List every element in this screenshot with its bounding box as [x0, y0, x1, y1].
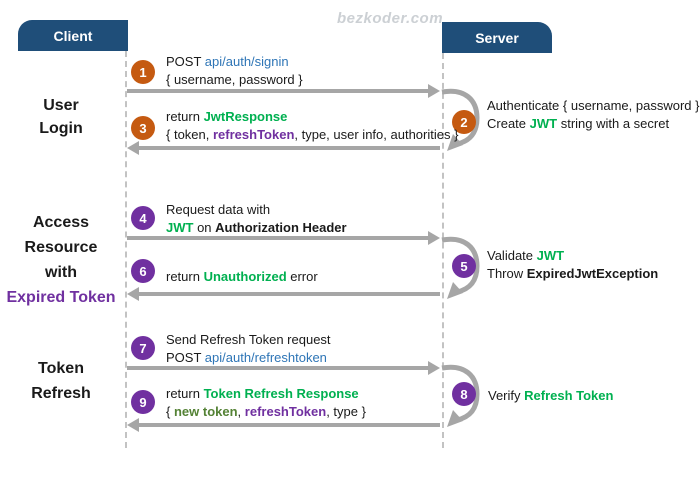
step-2-badge: 2 — [452, 110, 476, 134]
arrow-1-head-icon — [428, 84, 440, 98]
arrow-6-head-icon — [127, 287, 139, 301]
step-6-badge: 6 — [131, 259, 155, 283]
actor-client-label: Client — [53, 27, 93, 44]
refreshtoken-endpoint: api/auth/refreshtoken — [204, 350, 327, 365]
note-2-text: Authenticate { username, password } Crea… — [487, 98, 700, 131]
step-7-badge: 7 — [131, 336, 155, 360]
message-1-text: POST api/auth/signin { username, passwor… — [166, 54, 303, 87]
section-label-access-resource: Access Resource with Expired Token — [6, 210, 116, 310]
note-8-text: Verify Refresh Token — [488, 388, 614, 403]
note-5-text: Validate JWT Throw ExpiredJwtException — [487, 248, 659, 281]
signin-endpoint: api/auth/signin — [204, 54, 289, 69]
message-6-text: return Unauthorized error — [166, 269, 318, 284]
arrow-6-line — [138, 292, 440, 296]
actor-client-box: Client — [18, 20, 128, 51]
arrow-1-line — [127, 89, 429, 93]
step-4-badge: 4 — [131, 206, 155, 230]
actor-server-box: Server — [442, 22, 552, 53]
step-9-badge: 9 — [131, 390, 155, 414]
message-7-text: Send Refresh Token request POST api/auth… — [166, 332, 331, 365]
self-loop-2-arrow — [441, 88, 480, 151]
arrow-3-line — [138, 146, 440, 150]
section-label-token-refresh: Token Refresh — [31, 360, 91, 402]
actor-server-label: Server — [475, 29, 519, 46]
section-label-user-login: User Login — [39, 97, 83, 137]
arrow-9-line — [138, 423, 440, 427]
arrow-7-line — [127, 366, 429, 370]
arrow-3-head-icon — [127, 141, 139, 155]
self-loop-5-arrow — [441, 236, 480, 299]
lifeline-server — [442, 53, 444, 448]
step-1-badge: 1 — [131, 60, 155, 84]
arrow-7-head-icon — [428, 361, 440, 375]
arrow-9-head-icon — [127, 418, 139, 432]
arrow-4-head-icon — [428, 231, 440, 245]
step-5-badge: 5 — [452, 254, 476, 278]
self-loop-8-arrow — [441, 364, 480, 427]
step-8-badge: 8 — [452, 382, 476, 406]
watermark-text: bezkoder.com — [337, 10, 444, 27]
lifeline-client — [125, 51, 127, 448]
message-4-text: Request data with JWT on Authorization H… — [166, 202, 347, 235]
step-3-badge: 3 — [131, 116, 155, 140]
arrow-4-line — [127, 236, 429, 240]
message-9-text: return Token Refresh Response { new toke… — [166, 386, 366, 419]
message-3-text: return JwtResponse { token, refreshToken… — [166, 109, 459, 142]
expired-token-label: Expired Token — [6, 289, 116, 306]
